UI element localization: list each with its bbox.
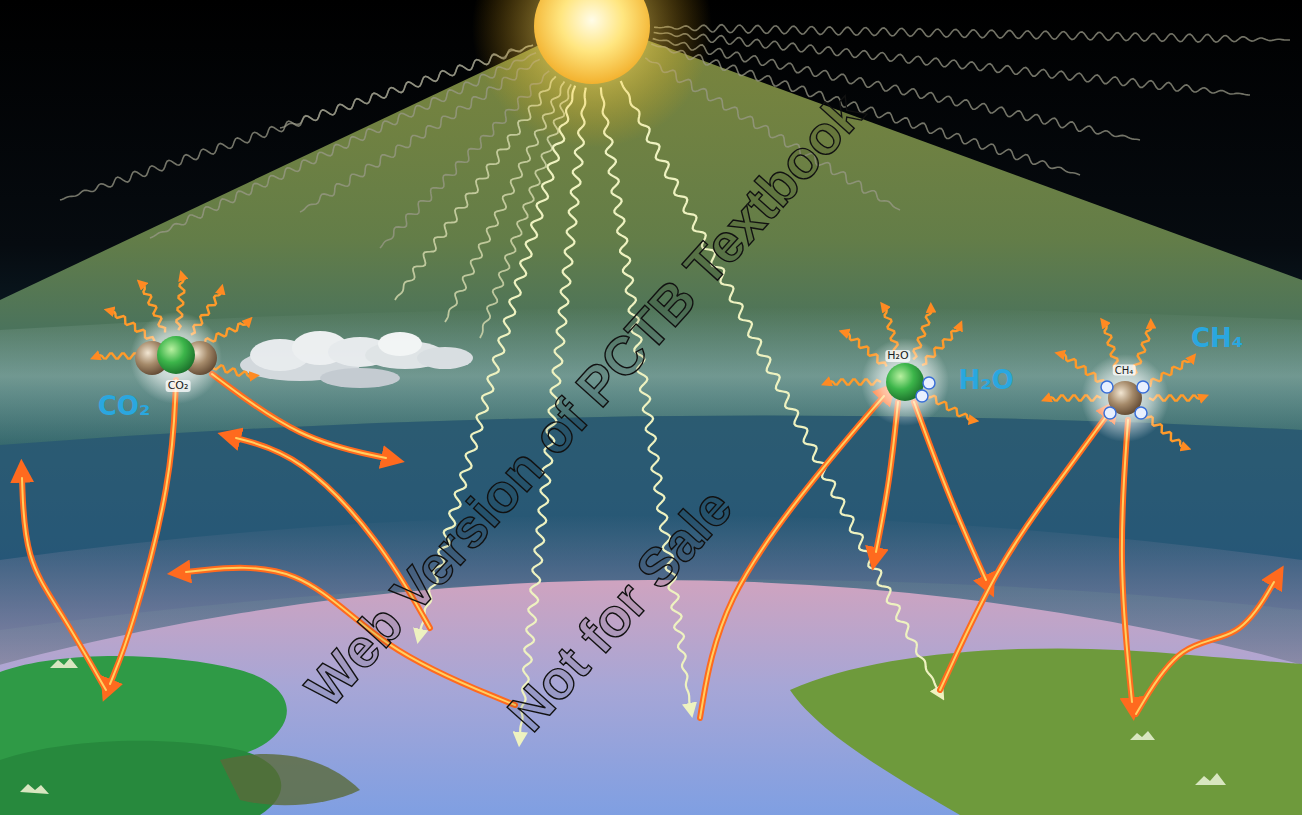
molecule-formula: CO₂ [166,380,191,392]
cloud [240,331,473,388]
infrared-arrow-highlight [940,414,1108,690]
infrared-arrow-highlight [1136,582,1274,714]
infrared-arrow-highlight [212,374,386,458]
co2-molecule [130,312,222,404]
molecule-formula: CH₄ [1113,365,1136,376]
infrared-arrow [22,478,106,690]
gas-label: CH₄ [1191,324,1243,353]
infrared-arrow [914,402,986,580]
land-mass [220,754,360,805]
infrared-arrow-highlight [22,478,106,690]
reflected-ray [150,53,536,238]
molecule-formula: H₂O [885,350,910,362]
gas-label: CO₂ [98,392,151,421]
infrared-arrow [110,380,176,684]
land-mass [790,648,1302,815]
radiation-rays [22,25,1290,735]
infrared-arrow [1122,420,1132,702]
h2o-molecule [861,338,949,426]
infrared-arrow-highlight [1122,420,1132,702]
infrared-arrow-highlight [700,396,884,718]
ch4-molecule [1081,354,1169,442]
reflected-ray [651,44,1080,175]
infrared-arrow [212,374,386,458]
reflected-ray [654,32,1250,95]
sun-glow [472,0,712,148]
infrared-arrow-highlight [110,380,176,684]
infrared-arrow [940,414,1108,690]
infrared-arrow [700,396,884,718]
infrared-arrow-highlight [914,402,986,580]
infrared-arrow [1136,582,1274,714]
reflected-ray [654,25,1290,43]
mountain-symbol [20,658,1226,794]
watermark: Not for Sale [497,478,744,743]
sun [534,0,650,84]
gas-label: H₂O [958,366,1013,395]
reflected-ray [653,39,1140,140]
reflected-ray [60,45,533,200]
